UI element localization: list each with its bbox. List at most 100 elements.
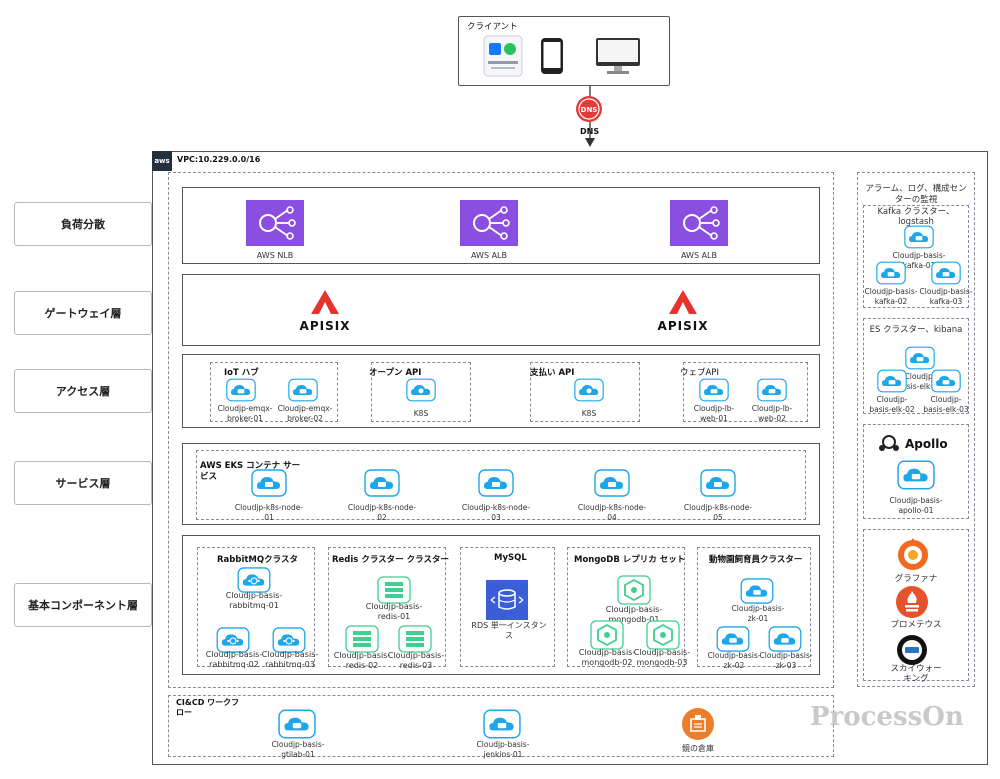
node-label: Cloudjp-basis- zk-03 bbox=[759, 651, 813, 670]
web-api-title: ウェブAPI bbox=[680, 368, 719, 378]
lb-web-icon bbox=[699, 378, 729, 406]
aws-alb-label-1: AWS ALB bbox=[471, 251, 507, 260]
emqx-broker-icon bbox=[226, 378, 256, 406]
dns-label: DNS bbox=[580, 127, 600, 136]
layer-label-access: アクセス層 bbox=[14, 369, 152, 413]
rds-mysql-icon bbox=[486, 580, 528, 624]
apollo-group bbox=[863, 424, 969, 519]
node-label: Cloudjp-k8s-node- 05 bbox=[683, 503, 753, 522]
zookeeper-icon bbox=[740, 578, 774, 608]
zookeeper-title: 動物園飼育員クラスター bbox=[709, 555, 803, 565]
zookeeper-icon bbox=[716, 626, 750, 656]
aws-alb-icon bbox=[670, 200, 728, 246]
node-label: K8S bbox=[581, 409, 597, 418]
skywalking-icon bbox=[897, 635, 927, 665]
node-label: Cloudjp-basis- mongodb-01 bbox=[605, 605, 663, 624]
kafka-icon bbox=[904, 225, 934, 253]
node-label: Cloudjp-lb- web-01 bbox=[693, 404, 735, 423]
mongodb-group bbox=[567, 547, 685, 667]
basic-components-layer bbox=[182, 535, 820, 675]
kafka-title: Kafka クラスター、 logstash bbox=[877, 207, 955, 227]
grafana-label: グラファナ bbox=[894, 574, 938, 584]
monitoring-title: アラーム、ログ、構成セン ターの監視 bbox=[865, 184, 967, 205]
node-label: Cloudjp-emqx- broker-02 bbox=[277, 404, 333, 423]
k8s-node-icon bbox=[700, 468, 736, 502]
node-label: K8S bbox=[413, 409, 429, 418]
node-label: Cloudjp-k8s-node- 03 bbox=[461, 503, 531, 522]
rabbitmq-group bbox=[197, 547, 315, 667]
node-label: Cloudjp-basis- mongodb-03 bbox=[633, 648, 691, 667]
node-label: Cloudjp-basis- redis-01 bbox=[365, 602, 423, 621]
node-label: Cloudjp-basis- zk-01 bbox=[731, 604, 785, 623]
kafka-icon bbox=[931, 261, 961, 289]
layer-label-load-balancing: 負荷分散 bbox=[14, 202, 152, 246]
elk-icon bbox=[931, 369, 961, 397]
kafka-icon bbox=[876, 261, 906, 289]
rabbitmq-icon bbox=[272, 627, 306, 657]
iot-hub-group bbox=[210, 362, 338, 422]
layer-label-gateway: ゲートウェイ層 bbox=[14, 291, 152, 335]
open-api-group bbox=[371, 362, 471, 422]
redis-icon bbox=[398, 625, 432, 657]
rabbitmq-icon bbox=[237, 567, 271, 597]
apisix-1: APISIX bbox=[295, 289, 355, 333]
cicd-title: CI&CD ワークフ ロー bbox=[176, 698, 240, 717]
aws-alb-icon bbox=[460, 200, 518, 246]
apollo-logo-text: Apollo bbox=[905, 437, 948, 451]
node-label: Cloudjp-basis- rabbitmq-01 bbox=[225, 591, 283, 610]
client-box: クライアント bbox=[458, 16, 670, 86]
payment-api-group bbox=[530, 362, 640, 422]
k8s-node-icon bbox=[478, 468, 514, 502]
mongodb-icon bbox=[646, 620, 680, 654]
node-label: Cloudjp-basis- rabbitmq-02 bbox=[205, 650, 263, 669]
mysql-group bbox=[460, 547, 555, 667]
node-label: Cloudjp-basis- apollo-01 bbox=[889, 496, 943, 515]
gateway-layer: APISIX APISIX bbox=[182, 274, 820, 346]
payment-api-title: 支払い API bbox=[530, 368, 575, 378]
zookeeper-group bbox=[697, 547, 811, 667]
emqx-broker-icon bbox=[288, 378, 318, 406]
apisix-label: APISIX bbox=[657, 319, 709, 333]
aws-nlb-icon bbox=[246, 200, 304, 246]
node-label: Cloudjp-basis- mongodb-02 bbox=[578, 648, 636, 667]
access-layer bbox=[182, 354, 820, 428]
tools-group bbox=[863, 529, 969, 681]
node-label: Cloudjp- basis-elk-01 bbox=[897, 372, 943, 391]
mongodb-icon bbox=[617, 575, 651, 609]
main-layers-container bbox=[168, 172, 834, 688]
node-label: Cloudjp-basis- kafka-01 bbox=[892, 251, 946, 270]
vpc-label: VPC:10.229.0.0/16 bbox=[177, 155, 261, 164]
node-label: Cloudjp-basis- zk-02 bbox=[707, 651, 761, 670]
service-layer bbox=[182, 443, 820, 525]
layer-label-service: サービス層 bbox=[14, 461, 152, 505]
mobile-phone-icon bbox=[541, 38, 563, 74]
apisix-icon bbox=[311, 290, 339, 314]
processon-watermark: ProcessOn bbox=[810, 702, 964, 732]
k8s-node-icon bbox=[251, 468, 287, 502]
node-label: Cloudjp-basis- kafka-03 bbox=[919, 287, 973, 306]
mini-program-icon bbox=[483, 35, 523, 77]
es-group bbox=[863, 318, 969, 414]
rabbitmq-title: RabbitMQクラスタ bbox=[217, 555, 298, 565]
node-label: Cloudjp-basis- jenkins-01 bbox=[476, 740, 530, 759]
apollo-server-icon bbox=[897, 460, 935, 494]
prometheus-label: プロメテウス bbox=[890, 620, 942, 630]
zookeeper-icon bbox=[768, 626, 802, 656]
aws-logo: aws bbox=[152, 151, 172, 171]
node-label: Cloudjp-emqx- broker-01 bbox=[217, 404, 273, 423]
redis-group bbox=[328, 547, 446, 667]
node-label: Cloudjp- basis-elk-02 bbox=[869, 395, 915, 414]
vpc-container bbox=[152, 151, 988, 765]
apollo-icon bbox=[879, 435, 899, 451]
open-api-title: オープン API bbox=[369, 368, 422, 378]
k8s-icon bbox=[574, 378, 604, 406]
apisix-2: APISIX bbox=[653, 289, 713, 333]
rabbitmq-icon bbox=[216, 627, 250, 657]
grafana-icon bbox=[898, 538, 928, 570]
node-label: Cloudjp-basis- rabbitmq-03 bbox=[261, 650, 319, 669]
apisix-label: APISIX bbox=[299, 319, 351, 333]
mysql-title: MySQL bbox=[494, 553, 527, 563]
skywalking-label: スカイウォー キング bbox=[890, 664, 942, 684]
node-label: 鏡の倉庫 bbox=[682, 744, 714, 753]
node-label: Cloudjp-basis- kafka-02 bbox=[864, 287, 918, 306]
